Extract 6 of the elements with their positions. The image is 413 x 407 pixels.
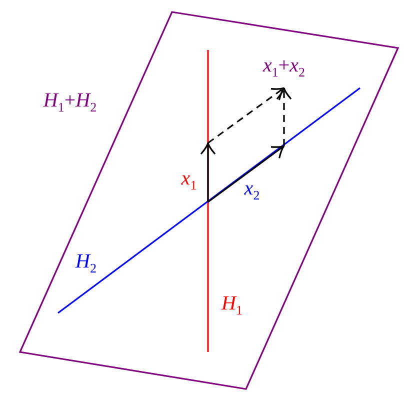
plane-label: H$_{1}$+H$_{2}$: [43, 90, 97, 114]
sum-vector-label: x$_{1}$+x$_{2}$: [262, 56, 306, 78]
subspace-label: H$_{2}$: [76, 252, 96, 274]
vector-label: x$_{1}$: [181, 168, 197, 192]
vector-label: x$_{2}$: [244, 178, 260, 202]
subspace-label: H$_{1}$: [222, 294, 242, 316]
